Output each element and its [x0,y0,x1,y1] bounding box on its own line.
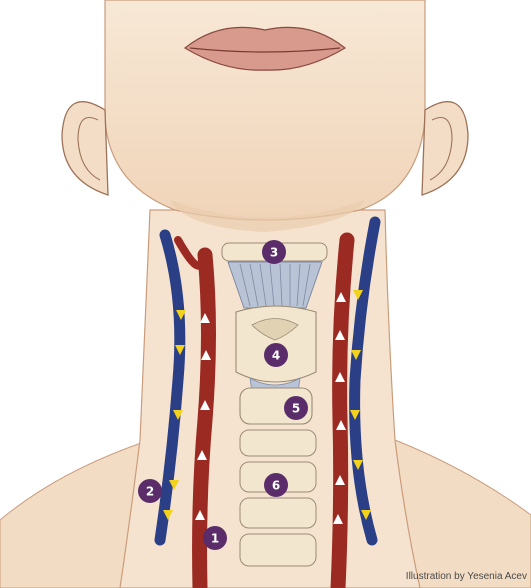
tracheal-rings [240,430,316,566]
label-2: 2 [146,485,154,499]
label-marker-3: 3 [262,240,286,264]
label-3: 3 [270,246,278,260]
label-1: 1 [211,532,219,546]
left-ear [62,102,108,195]
label-marker-1: 1 [203,526,227,550]
thyrohyoid-membrane [228,262,322,308]
label-marker-5: 5 [284,396,308,420]
illustration-credit: Illustration by Yesenia Acev [406,571,527,582]
label-5: 5 [292,402,300,416]
label-marker-6: 6 [264,473,288,497]
label-marker-4: 4 [264,343,288,367]
label-4: 4 [272,349,280,363]
label-6: 6 [272,479,280,493]
right-ear [422,102,468,195]
label-marker-2: 2 [138,479,162,503]
right-carotid-artery [338,240,347,588]
